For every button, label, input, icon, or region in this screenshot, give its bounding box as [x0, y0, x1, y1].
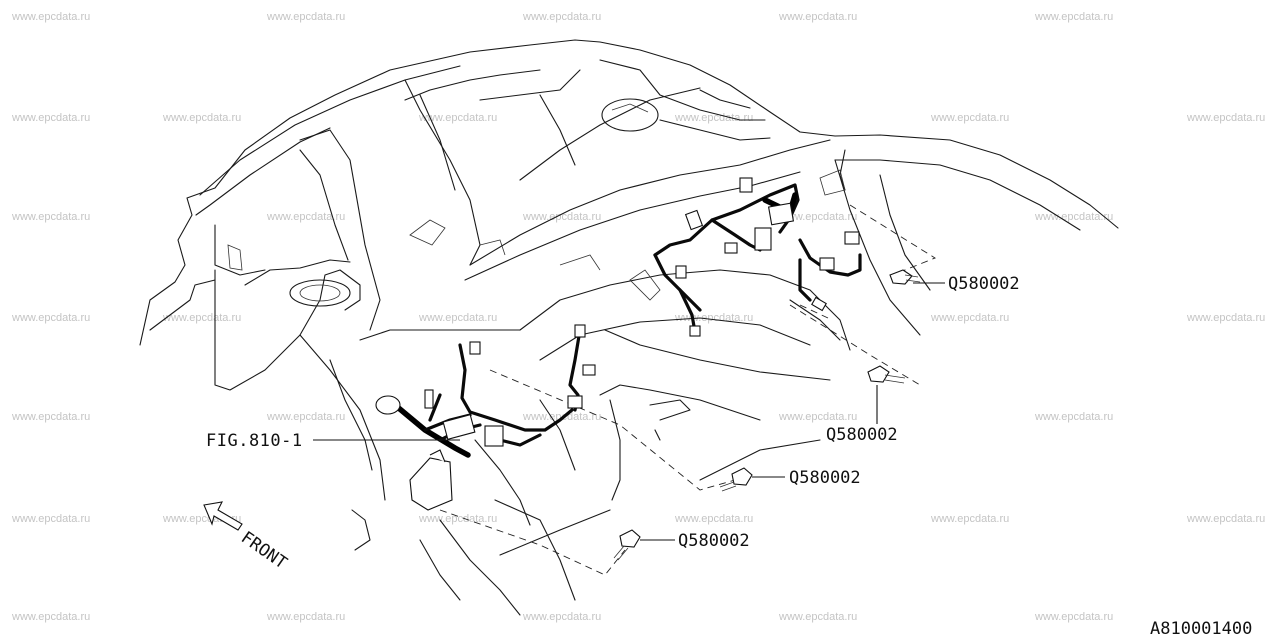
watermark-text: www.epcdata.ru [266, 611, 345, 623]
bolt-2-icon [867, 365, 906, 384]
watermark-text: www.epcdata.ru [11, 112, 90, 124]
watermark-text: www.epcdata.ru [778, 411, 857, 423]
watermark-text: www.epcdata.ru [162, 312, 241, 324]
watermark-text: www.epcdata.ru [522, 611, 601, 623]
watermark-text: www.epcdata.ru [1034, 611, 1113, 623]
watermark-layer: www.epcdata.ru www.epcdata.ru www.epcdata.… [11, 11, 1265, 623]
watermark-text: www.epcdata.ru [11, 11, 90, 23]
watermark-text: www.epcdata.ru [930, 513, 1009, 525]
watermark-text: www.epcdata.ru [1034, 11, 1113, 23]
watermark-text: www.epcdata.ru [778, 211, 857, 223]
watermark-text: www.epcdata.ru [778, 611, 857, 623]
watermark-text: www.epcdata.ru [1186, 312, 1265, 324]
watermark-text: www.epcdata.ru [522, 11, 601, 23]
bolt-callout-1[interactable]: Q580002 [948, 274, 1020, 294]
watermark-text: www.epcdata.ru [11, 211, 90, 223]
bolt-callout-3[interactable]: Q580002 [789, 468, 861, 488]
watermark-text: www.epcdata.ru [778, 11, 857, 23]
body-structure-drawing [139, 39, 1119, 616]
watermark-text: www.epcdata.ru [11, 312, 90, 324]
watermark-text: www.epcdata.ru [930, 112, 1009, 124]
watermark-text: www.epcdata.ru [1034, 211, 1113, 223]
watermark-text: www.epcdata.ru [266, 11, 345, 23]
watermark-text: www.epcdata.ru [522, 211, 601, 223]
diagram-code: A810001400 [1150, 619, 1252, 639]
dashed-leaders [439, 204, 936, 576]
bolt-callout-2[interactable]: Q580002 [826, 425, 898, 445]
watermark-text: www.epcdata.ru [1186, 112, 1265, 124]
watermark-text: www.epcdata.ru [930, 312, 1009, 324]
wiring-harness [375, 177, 862, 511]
callout-leaders [313, 282, 945, 541]
watermark-text: www.epcdata.ru [266, 411, 345, 423]
bolt-4-icon [613, 529, 641, 561]
fig-callout[interactable]: FIG.810-1 [206, 431, 303, 451]
watermark-text: www.epcdata.ru [11, 513, 90, 525]
watermark-text: www.epcdata.ru [674, 513, 753, 525]
watermark-text: www.epcdata.ru [1186, 513, 1265, 525]
watermark-text: www.epcdata.ru [11, 411, 90, 423]
watermark-text: www.epcdata.ru [418, 513, 497, 525]
bolt-1-icon [889, 269, 921, 285]
front-label: FRONT [237, 528, 290, 574]
bolt-3-icon [719, 467, 753, 492]
front-arrow-icon [203, 501, 243, 531]
watermark-text: www.epcdata.ru [162, 112, 241, 124]
bolt-callout-4[interactable]: Q580002 [678, 531, 750, 551]
watermark-text: www.epcdata.ru [11, 611, 90, 623]
watermark-text: www.epcdata.ru [418, 112, 497, 124]
watermark-text: www.epcdata.ru [674, 312, 753, 324]
watermark-text: www.epcdata.ru [418, 312, 497, 324]
watermark-text: www.epcdata.ru [266, 211, 345, 223]
watermark-text: www.epcdata.ru [674, 112, 753, 124]
watermark-text: www.epcdata.ru [1034, 411, 1113, 423]
